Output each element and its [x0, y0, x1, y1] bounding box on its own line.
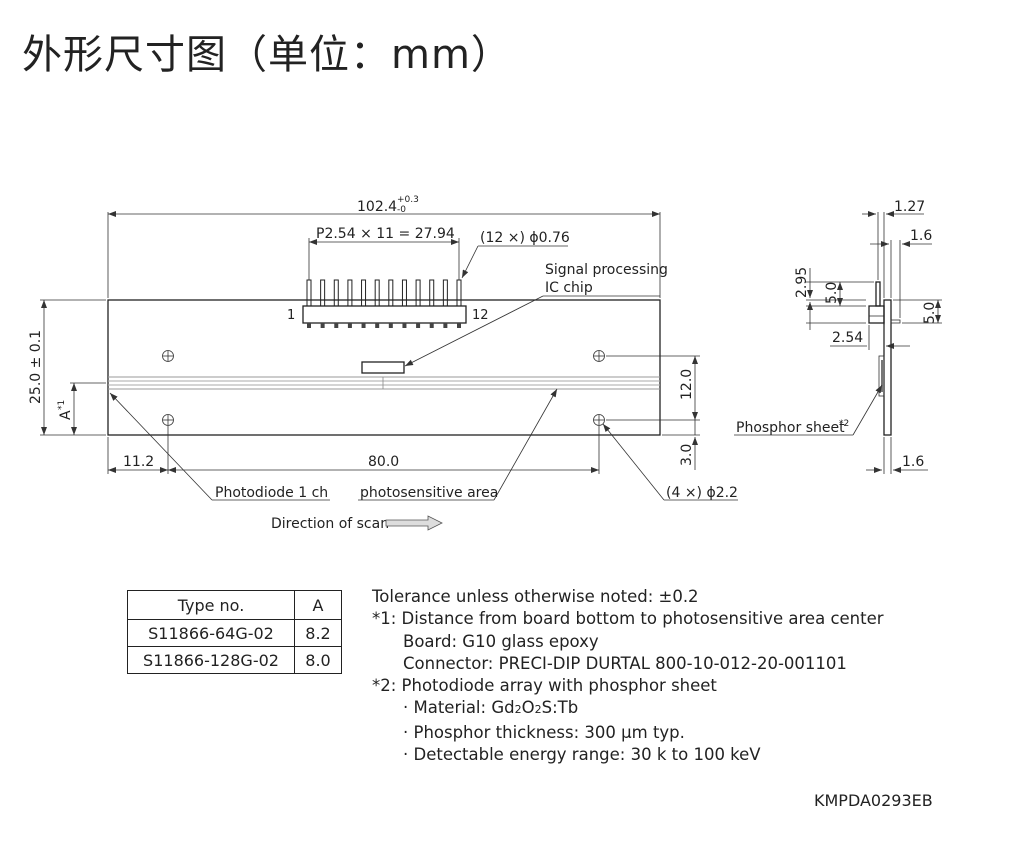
connector-pin	[347, 279, 353, 307]
notes: Tolerance unless otherwise noted: ±0.2 *…	[372, 586, 884, 766]
note-1: *1: Distance from board bottom to photos…	[372, 609, 884, 629]
connector-pin-tail	[347, 323, 352, 328]
connector-pin-tail	[457, 323, 461, 328]
dim-tol-minus: -0	[397, 205, 406, 215]
connector-pin-tail	[307, 323, 311, 328]
connector-pin-tail	[375, 323, 380, 328]
dim-side-1-6-bottom: 1.6	[902, 454, 924, 470]
table-header: A	[294, 590, 342, 620]
page-title: 外形尺寸图（单位：mm）	[22, 32, 512, 78]
table-cell: 8.2	[294, 619, 342, 647]
dim-side-1-27: 1.27	[894, 199, 925, 215]
dim-side-5-0-right: 5.0	[922, 302, 938, 324]
dim-hole-spacing: 80.0	[368, 454, 399, 470]
dim-tol-plus: +0.3	[397, 195, 419, 205]
note-2: *2: Photodiode array with phosphor sheet	[372, 676, 717, 696]
scan-direction-label: Direction of scan	[271, 516, 389, 532]
dim-vert-12: 12.0	[679, 369, 695, 400]
material-sub-2: 2	[534, 703, 542, 717]
dim-side-5-0-left: 5.0	[824, 282, 840, 304]
connector	[302, 279, 467, 328]
board-outline	[107, 299, 661, 436]
connector-pin-tail	[443, 323, 448, 328]
connector-pin	[361, 279, 367, 307]
material-suffix: S:Tb	[541, 698, 579, 718]
dim-height: 25.0 ± 0.1	[28, 330, 44, 404]
note-board: Board: G10 glass epoxy	[403, 631, 599, 651]
note-tolerance: Tolerance unless otherwise noted: ±0.2	[372, 587, 699, 606]
dim-side-2-54: 2.54	[832, 330, 863, 346]
dim-a-note: *1	[57, 400, 67, 410]
material-sub-1: 2	[514, 703, 522, 717]
note-material: · Material: Gd2O2S:Tb	[372, 697, 884, 721]
mount-holes-label: (4 ×) ϕ2.2	[666, 485, 738, 501]
dim-side-1-6-top: 1.6	[910, 228, 932, 244]
ic-chip-label-2: IC chip	[545, 280, 593, 296]
mounting-holes	[162, 350, 605, 426]
material-o: O	[521, 698, 535, 718]
note-thickness: · Phosphor thickness: 300 μm typ.	[403, 722, 685, 742]
connector-pin	[374, 279, 380, 307]
note-connector: Connector: PRECI-DIP DURTAL 800-10-012-2…	[403, 653, 847, 673]
table-row: S11866-64G-02 8.2	[127, 619, 342, 647]
connector-pin	[388, 279, 394, 307]
side-view	[868, 281, 901, 436]
material-prefix: · Material: Gd	[403, 698, 515, 718]
dim-vert-3: 3.0	[679, 444, 695, 466]
table-header-row: Type no. A	[127, 590, 342, 620]
photosensitive-label: photosensitive area	[360, 485, 498, 501]
connector-pin-tail	[320, 323, 325, 328]
photodiode-label: Photodiode 1 ch	[215, 485, 328, 501]
connector-pin-tail	[402, 323, 407, 328]
table-row: S11866-128G-02 8.0	[127, 646, 342, 674]
dim-pitch: P2.54 × 11 = 27.94	[316, 226, 455, 242]
connector-pin	[333, 279, 339, 307]
phosphor-note: *2	[839, 419, 849, 429]
connector-pin	[415, 279, 421, 307]
connector-pin	[429, 279, 435, 307]
pin-1-label: 1	[287, 308, 295, 323]
connector-pin-tail	[361, 323, 366, 328]
type-table: Type no. A S11866-64G-02 8.2 S11866-128G…	[127, 590, 342, 674]
dim-left-offset: 11.2	[123, 454, 154, 470]
connector-pin	[456, 279, 462, 307]
dim-side-2-95: 2.95	[794, 267, 810, 298]
connector-pin-tail	[334, 323, 339, 328]
connector-pin	[442, 279, 448, 307]
dim-total-length: 102.4	[357, 199, 397, 215]
note-energy: · Detectable energy range: 30 k to 100 k…	[403, 745, 761, 765]
document-code: KMPDA0293EB	[814, 791, 933, 810]
phosphor-label: Phosphor sheet	[736, 420, 845, 436]
table-cell: 8.0	[294, 646, 342, 674]
table-cell: S11866-128G-02	[127, 646, 295, 674]
ic-chip-label-1: Signal processing	[545, 262, 668, 278]
connector-pin	[320, 279, 326, 307]
connector-pin-tail	[388, 323, 393, 328]
connector-pin	[306, 279, 312, 307]
connector-pin-tail	[429, 323, 434, 328]
pin-12-label: 12	[472, 308, 489, 323]
scan-arrow-icon	[385, 515, 443, 531]
connector-pin	[401, 279, 407, 307]
table-header: Type no.	[127, 590, 295, 620]
photosensitive-strip	[108, 376, 660, 390]
dim-a-label: A	[58, 410, 74, 420]
dim-pin-hole: (12 ×) ϕ0.76	[480, 230, 570, 246]
ic-chip	[361, 361, 405, 374]
connector-pin-tail	[416, 323, 421, 328]
table-cell: S11866-64G-02	[127, 619, 295, 647]
